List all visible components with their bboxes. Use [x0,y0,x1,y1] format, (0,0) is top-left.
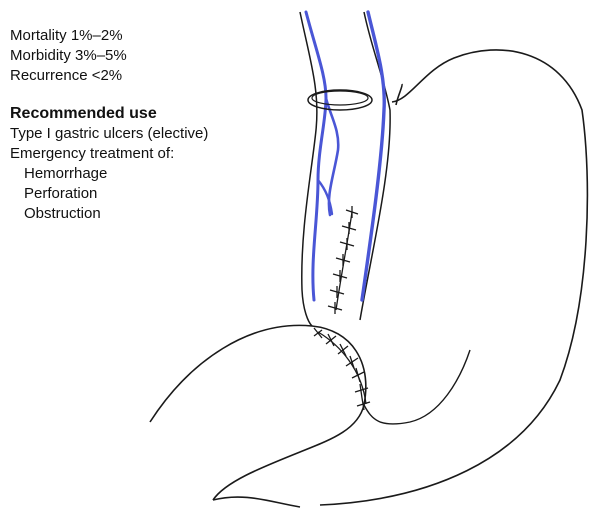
lesser-curvature-line [396,84,402,105]
esophageal-band [308,90,372,110]
gastric-fold-outline [150,325,366,500]
fold-inner-line [364,350,470,424]
stomach-outline [213,50,587,507]
curved-staple-line [314,328,370,410]
esophageal-band-inner [312,91,368,105]
vertical-staple-line [328,206,358,314]
right-vessel [362,12,384,300]
